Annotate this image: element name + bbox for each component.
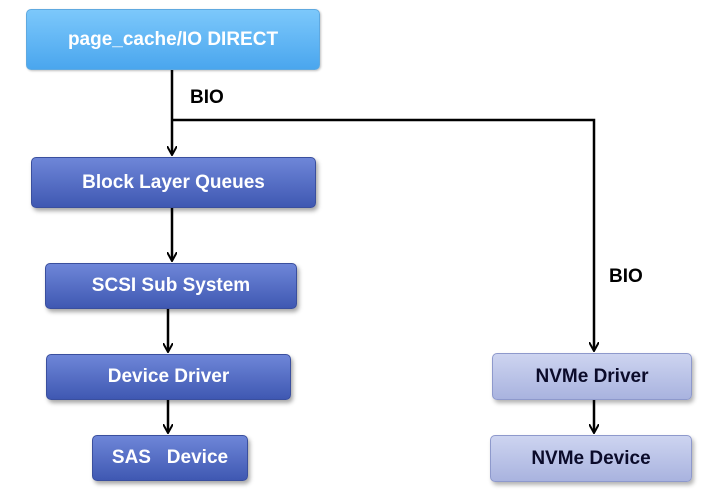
sas-device-label: SAS Device [111, 447, 229, 468]
nvme-driver-label: NVMe Driver [535, 365, 649, 387]
sas-device-node: SAS Device [92, 435, 248, 481]
scsi-label: SCSI Sub System [91, 275, 251, 296]
block-layer-label: Block Layer Queues [82, 171, 265, 193]
nvme-device-label: NVMe Device [531, 447, 651, 469]
block-layer-node: Block Layer Queues [31, 157, 316, 208]
bio-label-left: BIO [190, 87, 224, 108]
arrow-branch-to-nvme-driver [172, 118, 594, 350]
scsi-subsystem-node: SCSI Sub System [45, 263, 297, 309]
device-driver-node: Device Driver [46, 354, 291, 400]
page-cache-node: page_cache/IO DIRECT [26, 9, 320, 70]
device-driver-label: Device Driver [107, 366, 230, 387]
nvme-device-node: NVMe Device [490, 435, 692, 482]
page-cache-label: page_cache/IO DIRECT [67, 28, 279, 50]
bio-label-right: BIO [609, 266, 643, 287]
nvme-driver-node: NVMe Driver [492, 353, 692, 400]
